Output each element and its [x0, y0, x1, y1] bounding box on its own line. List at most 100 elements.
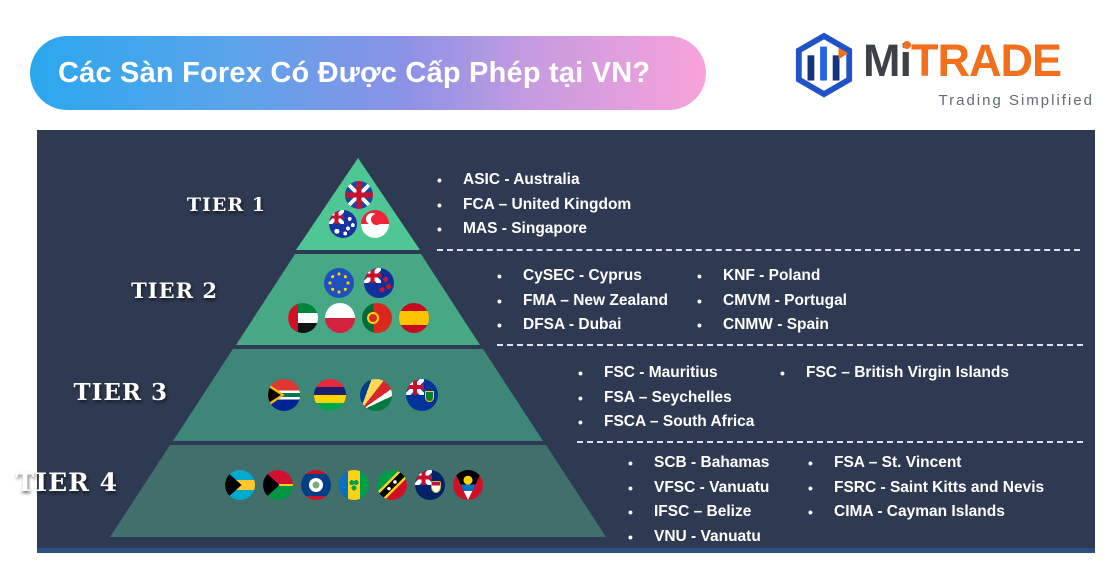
bullet-icon: •: [578, 365, 583, 382]
regulator-text: VFSC - Vanuatu: [654, 478, 770, 496]
regulator-text: VNU - Vanuatu: [654, 527, 761, 545]
south-africa-flag-icon: [268, 379, 300, 411]
regulator-item: • FSC – British Virgin Islands: [780, 361, 1009, 386]
brand-tagline: Trading Simplified: [938, 92, 1094, 109]
regulator-item: •FSA – St. Vincent: [808, 451, 1044, 476]
regulator-item: • FCA – United Kingdom: [437, 193, 631, 218]
tier3-regulator-list-col1: • FSC - Mauritius • FSA – Seychelles • FSCA –…: [578, 361, 754, 435]
regulator-item: • IFSC – Belize: [628, 500, 769, 525]
mitrade-logo-icon: [795, 32, 853, 98]
tier2-regulator-list-col2: • KNF - Poland • CMVM - Portugal • CNMW - Spa…: [697, 264, 847, 338]
tier2-separator-dashed: [497, 344, 1083, 346]
portugal-flag-icon: [362, 303, 392, 333]
regulator-item: • CNMW - Spain: [697, 313, 847, 338]
regulator-text: SCB - Bahamas: [654, 454, 770, 472]
bullet-icon: •: [497, 268, 502, 285]
regulator-text: FSC - Mauritius: [604, 364, 718, 382]
regulator-text: FSRC - Saint Kitts and Nevis: [834, 478, 1045, 496]
regulator-text: CMVM - Portugal: [723, 291, 847, 309]
bahamas-flag-icon: [225, 470, 255, 500]
regulator-text: KNF - Poland: [723, 267, 821, 285]
tier3-label: TIER 3: [73, 379, 168, 406]
bullet-icon: •: [437, 196, 442, 213]
bullet-icon: •: [628, 528, 633, 545]
panel-bottom-strip: [37, 548, 1095, 553]
regulator-item: • SCB - Bahamas: [628, 451, 769, 476]
uae-flag-icon: [288, 303, 318, 333]
australia-flag-icon: [329, 210, 357, 238]
bullet-icon: •: [578, 389, 583, 406]
new-zealand-flag-icon: [364, 268, 394, 298]
bullet-icon: •: [780, 365, 785, 382]
bullet-icon: •: [697, 268, 702, 285]
tier4-regulator-list-col2: •FSA – St. Vincent•FSRC - Saint Kitts an…: [808, 451, 1044, 525]
regulator-item: • FMA – New Zealand: [497, 289, 668, 314]
regulator-text: MAS - Singapore: [463, 220, 588, 238]
regulator-item: • FSC - Mauritius: [578, 361, 754, 386]
pyramid-tier3-shape: [173, 349, 543, 441]
regulator-text: FMA – New Zealand: [523, 291, 668, 309]
regulator-item: • MAS - Singapore: [437, 217, 631, 242]
regulator-item: • CySEC - Cyprus: [497, 264, 668, 289]
regulator-item: •ASIC - Australia: [437, 168, 631, 193]
tier1-regulator-list: •ASIC - Australia•FCA – United Kingdom•M…: [437, 168, 631, 242]
regulator-item: • FSA – Seychelles: [578, 386, 754, 411]
regulator-text: DFSA - Dubai: [523, 316, 622, 334]
brand-mi: Mi: [863, 35, 912, 86]
regulator-item: • VNU - Vanuatu: [628, 525, 769, 550]
regulator-text: CySEC - Cyprus: [523, 267, 642, 285]
tier1-flag-row-bottom: [329, 210, 389, 238]
tier1-separator-dashed: [437, 249, 1080, 251]
regulator-item: • DFSA - Dubai: [497, 313, 668, 338]
seychelles-flag-icon: [360, 379, 392, 411]
british-virgin-islands-flag-icon: [406, 379, 438, 411]
tier2-regulator-list-col1: • CySEC - Cyprus • FMA – New Zealand • DFSA -…: [497, 264, 668, 338]
bullet-icon: •: [697, 292, 702, 309]
tier2-flag-row-bottom: [288, 303, 429, 333]
regulator-text: FSCA – South Africa: [604, 413, 755, 431]
singapore-flag-icon: [361, 210, 389, 238]
belize-flag-icon: [301, 470, 331, 500]
bullet-icon: •: [578, 414, 583, 431]
regulator-item: • KNF - Poland: [697, 264, 847, 289]
st-kitts-nevis-flag-icon: [377, 470, 407, 500]
tier4-flag-row: [225, 470, 483, 500]
regulator-text: CNMW - Spain: [723, 316, 829, 334]
regulator-item: •CIMA - Cayman Islands: [808, 500, 1044, 525]
bullet-icon: •: [628, 479, 633, 496]
tier4-regulator-list-col1: • SCB - Bahamas • VFSC - Vanuatu • IFSC – Bel…: [628, 451, 769, 549]
regulator-text: CIMA - Cayman Islands: [834, 503, 1005, 521]
eu-flag-icon: [324, 268, 354, 298]
poland-flag-icon: [325, 303, 355, 333]
regulator-text: FSA – Seychelles: [604, 388, 732, 406]
vanuatu-flag-icon: [263, 470, 293, 500]
page-title: Các Sàn Forex Có Được Cấp Phép tại VN?: [58, 56, 651, 89]
bullet-icon: •: [437, 221, 442, 238]
mauritius-flag-icon: [314, 379, 346, 411]
tier3-flag-row: [268, 379, 438, 411]
tier2-flag-row-top: [324, 268, 394, 298]
regulator-item: • VFSC - Vanuatu: [628, 476, 769, 501]
regulator-item: • FSRC - Saint Kitts and Nevis: [808, 476, 1044, 501]
tier1-label: TIER 1: [186, 194, 266, 216]
bullet-icon: •: [628, 455, 633, 472]
cayman-islands-flag-icon: [415, 470, 445, 500]
bullet-icon: •: [628, 504, 633, 521]
bullet-icon: •: [808, 479, 813, 496]
bullet-icon: •: [497, 317, 502, 334]
regulator-text: FCA – United Kingdom: [463, 195, 632, 213]
regulator-item: • CMVM - Portugal: [697, 289, 847, 314]
regulator-text: FSC – British Virgin Islands: [806, 364, 1009, 382]
tier1-flag-row-top: [345, 181, 373, 209]
bullet-icon: •: [437, 172, 442, 189]
uk-flag-icon: [345, 181, 373, 209]
bullet-icon: •: [808, 455, 813, 472]
regulator-text: IFSC – Belize: [654, 503, 752, 521]
tier3-separator-dashed: [577, 441, 1083, 443]
tier3-regulator-list-col2: • FSC – British Virgin Islands: [780, 361, 1009, 386]
bullet-icon: •: [697, 317, 702, 334]
bullet-icon: •: [497, 292, 502, 309]
orange-dot-icon: [903, 41, 911, 49]
